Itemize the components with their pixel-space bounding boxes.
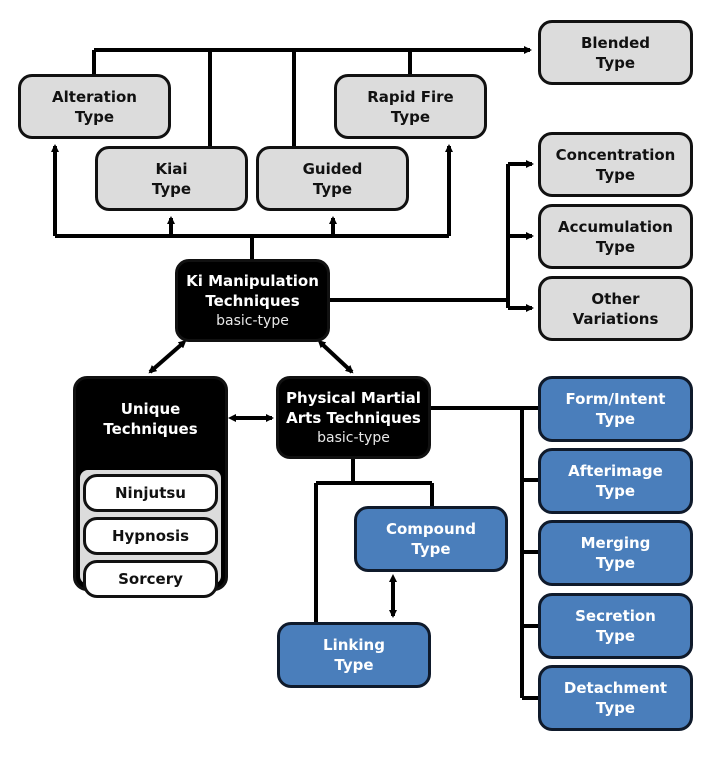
unique-techniques-node: Unique Techniques Ninjutsu Hypnosis Sorc… [73,376,228,598]
node-label: Type [595,627,636,645]
node-label: Concentration [555,145,676,164]
blended-type-node: Blended Type [538,20,693,85]
rapid-fire-type-node: Rapid Fire Type [334,74,487,139]
ki-manipulation-node: Ki Manipulation Techniques basic-type [175,259,330,342]
node-label: Type [411,540,451,558]
node-label: Type [334,656,374,674]
node-label: Type [595,554,636,572]
node-label: Secretion [575,607,656,625]
other-variations-node: Other Variations [538,276,693,341]
node-label: Type [390,107,431,126]
node-title: Ki Manipulation [186,271,319,290]
node-subtitle: basic-type [317,429,390,446]
node-label: Type [595,410,636,428]
node-label: Compound [385,520,477,538]
list-item-ninjutsu: Ninjutsu [83,474,218,512]
ki-unique-arrow [148,340,187,374]
afterimage-type-node: Afterimage Type [538,448,693,514]
concentration-type-node: Concentration Type [538,132,693,197]
guided-type-node: Guided Type [256,146,409,211]
node-label: Linking [323,636,385,654]
node-label: Variations [572,309,659,328]
form-intent-type-node: Form/Intent Type [538,376,693,442]
node-label: Merging [580,534,651,552]
node-label: Type [595,699,636,717]
node-label: Kiai [155,159,188,178]
list-item-hypnosis: Hypnosis [83,517,218,555]
node-label: Blended [580,33,651,52]
node-label: Form/Intent [565,390,666,408]
node-title: Physical Martial [286,388,421,407]
accumulation-type-node: Accumulation Type [538,204,693,269]
node-label: Accumulation [558,217,673,236]
node-label: Type [595,237,636,256]
node-label: Afterimage [568,462,663,480]
node-label: Rapid Fire [367,87,454,106]
node-label: Type [151,179,192,198]
linking-type-node: Linking Type [277,622,431,688]
ki-physical-arrow [317,339,354,374]
node-title: Techniques [205,291,300,310]
node-label: Other [591,289,640,308]
secretion-type-node: Secretion Type [538,593,693,659]
merging-type-node: Merging Type [538,520,693,586]
physical-martial-arts-node: Physical Martial Arts Techniques basic-t… [276,376,431,459]
node-label: Guided [302,159,363,178]
node-label: Type [595,482,636,500]
list-item-sorcery: Sorcery [83,560,218,598]
node-subtitle: basic-type [216,312,289,329]
node-label: Alteration [52,87,137,106]
node-title: Arts Techniques [286,408,421,427]
node-label: Detachment [563,679,668,697]
node-label: Type [74,107,115,126]
compound-type-node: Compound Type [354,506,508,572]
node-title-line: Techniques [103,420,198,438]
detachment-type-node: Detachment Type [538,665,693,731]
kiai-type-node: Kiai Type [95,146,248,211]
node-label: Type [312,179,353,198]
node-title-line: Unique [120,400,181,418]
unique-techniques-list: Ninjutsu Hypnosis Sorcery [80,470,221,598]
alteration-type-node: Alteration Type [18,74,171,139]
node-title: Unique Techniques [76,399,225,439]
node-label: Type [595,165,636,184]
node-label: Type [595,53,636,72]
